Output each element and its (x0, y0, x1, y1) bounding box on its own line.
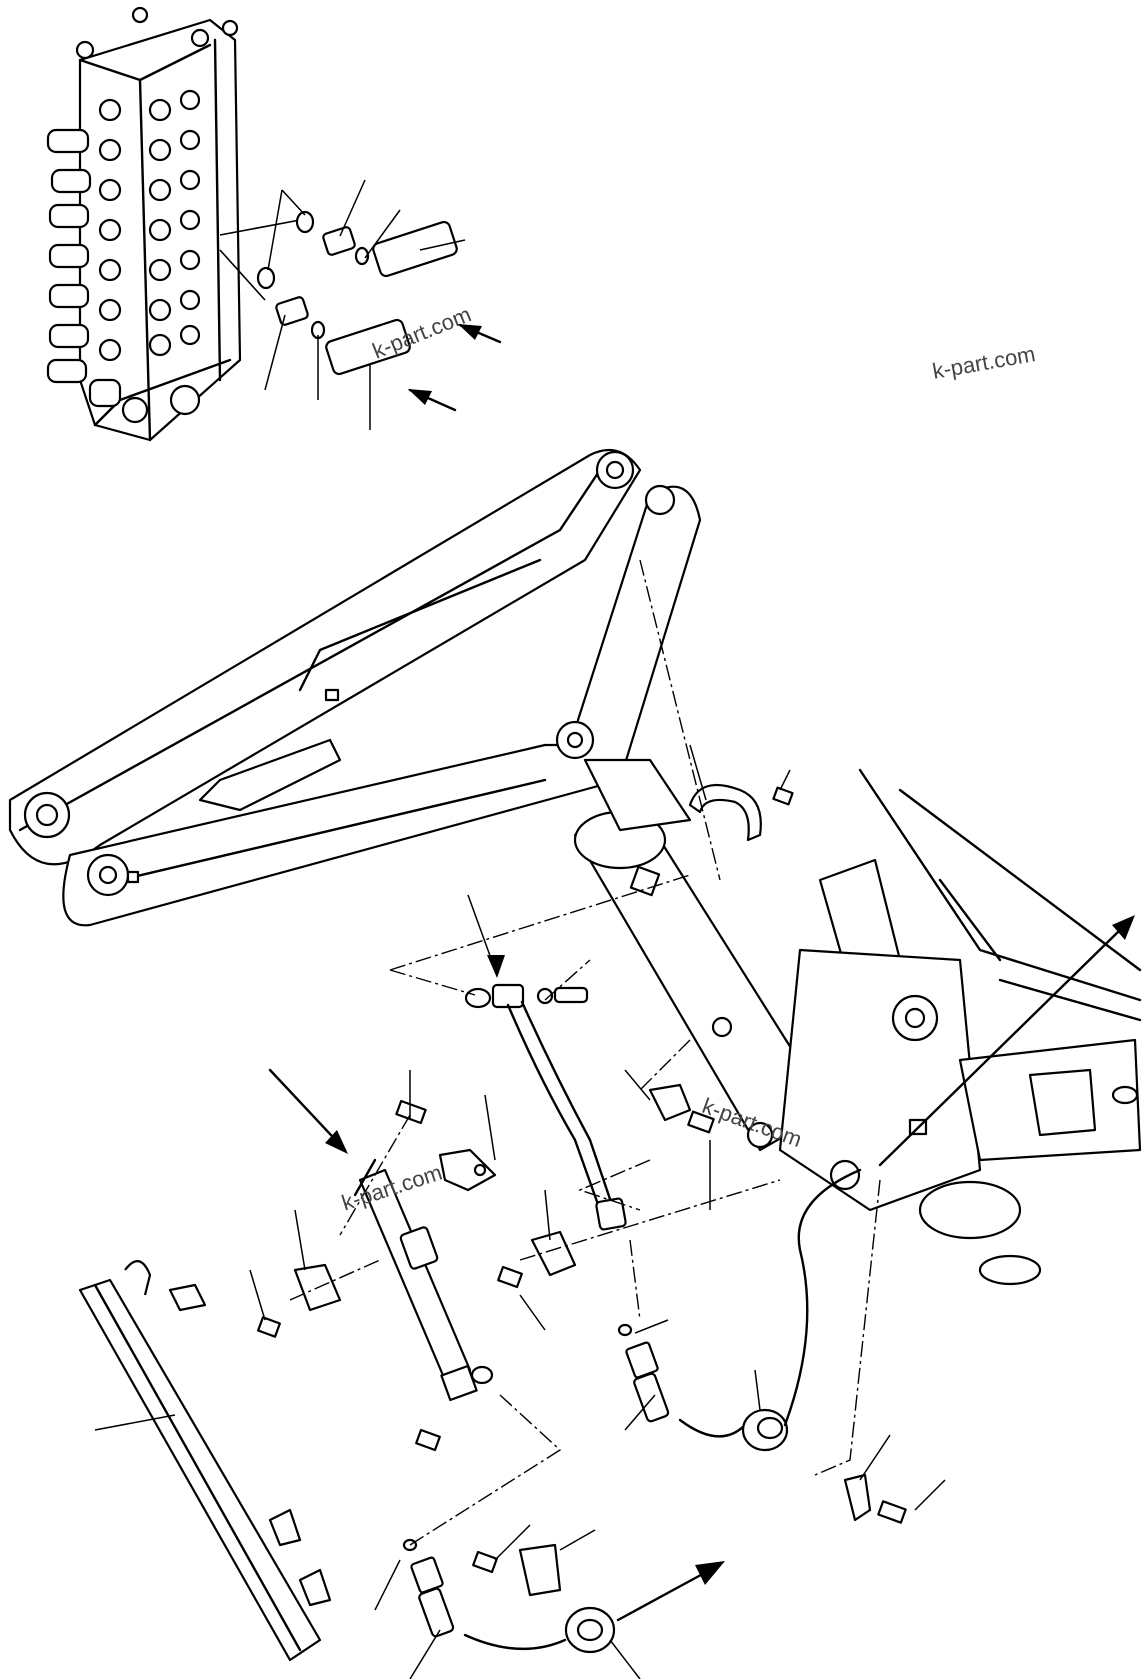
steel-pipe-assembly (464, 894, 627, 1231)
boom-cylinder (573, 758, 832, 1152)
direction-arrow-right (878, 928, 1122, 1167)
quick-coupler-bottom (374, 1524, 725, 1679)
hose-clamp (688, 744, 794, 842)
valve-fittings (219, 179, 502, 430)
boom-arm (8, 448, 702, 927)
hose-guard-cover (78, 1260, 332, 1662)
control-valve-block (46, 6, 242, 442)
assembly-center-lines (289, 559, 881, 1546)
arrowhead-icon (1112, 915, 1135, 940)
left-pipe-assembly (249, 1068, 497, 1452)
mid-brackets (497, 1069, 715, 1331)
valve-ports (98, 89, 201, 424)
quick-coupler-right (617, 1168, 862, 1452)
bottom-right-bracket (843, 1434, 946, 1524)
valve-spools-left (46, 128, 122, 408)
swing-frame (778, 768, 1142, 1286)
